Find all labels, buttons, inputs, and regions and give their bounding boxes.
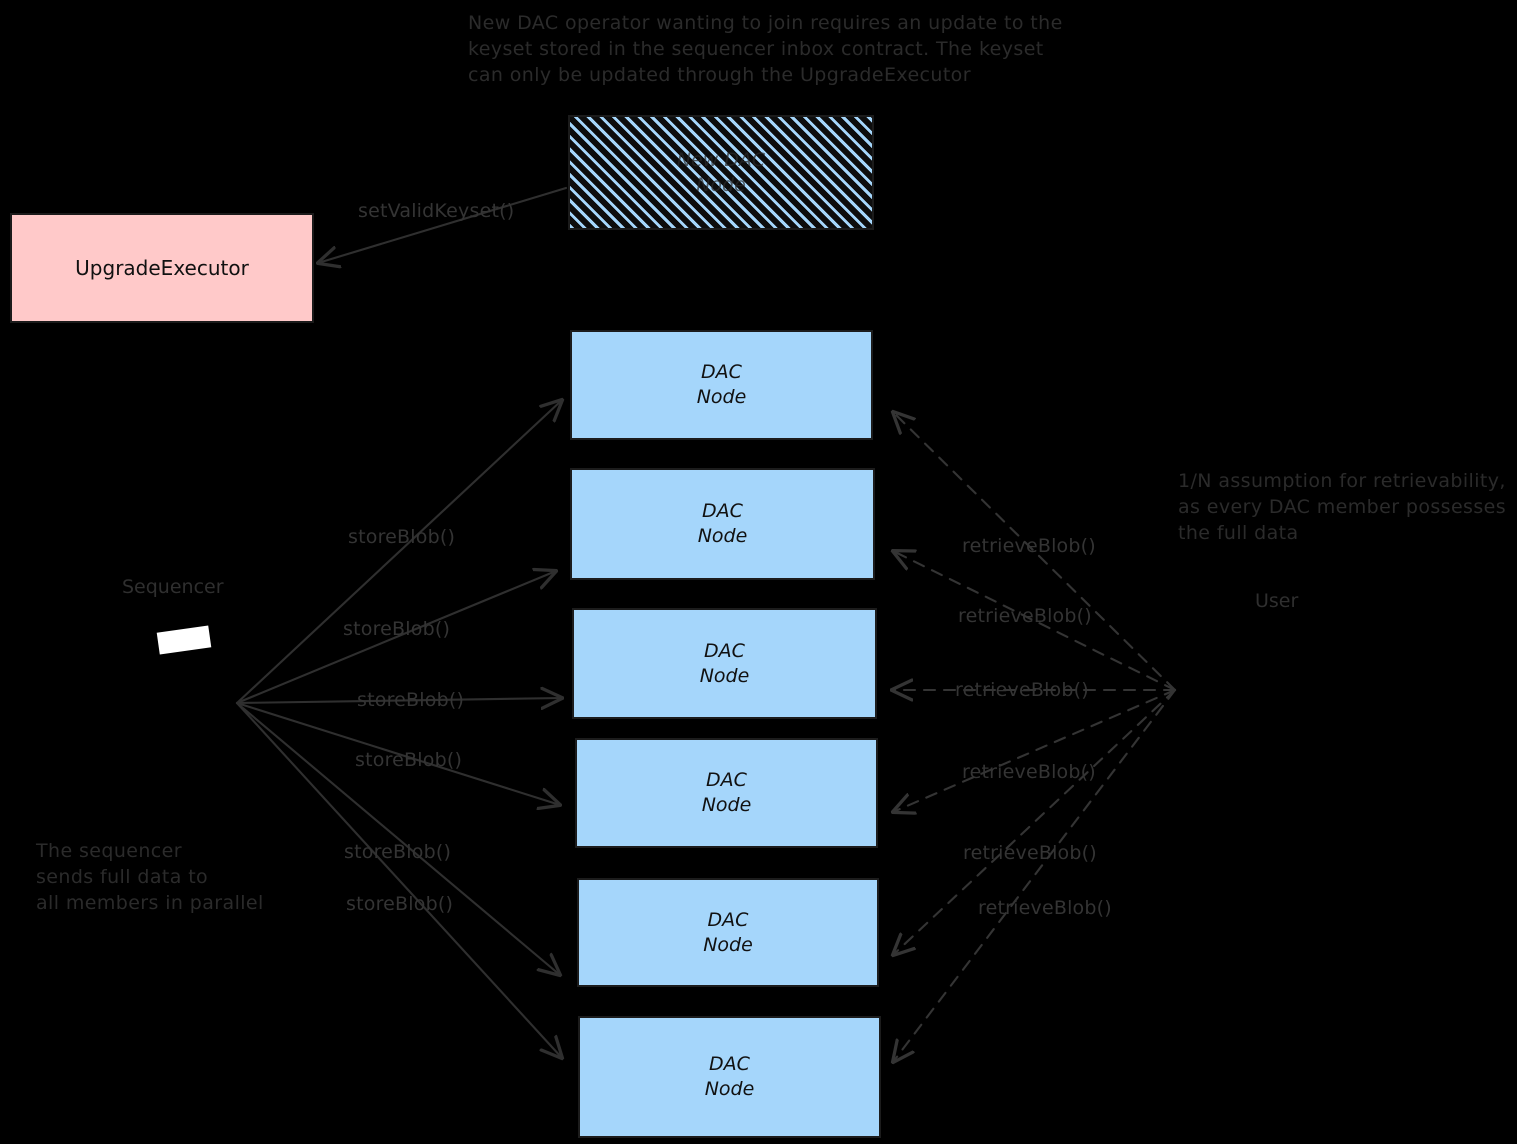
edge-retrieve-blob-group	[892, 412, 1177, 1062]
edge-store-blob-group	[235, 400, 562, 1058]
dac-node-box-3[interactable]: DAC Node	[572, 608, 877, 719]
edge-store-blob-1	[235, 400, 562, 705]
edge-label-retrieve-blob-6: retrieveBlob()	[978, 897, 1112, 919]
edge-retrieve-blob-2	[893, 551, 1177, 692]
edge-label-store-blob-3: storeBlob()	[357, 689, 465, 711]
edge-label-store-blob-4: storeBlob()	[355, 749, 463, 771]
edge-label-store-blob-1: storeBlob()	[348, 526, 456, 548]
note-bottom-left: The sequencer sends full data to all mem…	[36, 840, 264, 914]
dac-node-box-6[interactable]: DAC Node	[578, 1016, 881, 1138]
note-right: 1/N assumption for retrievability, as ev…	[1178, 470, 1507, 544]
edge-label-set-valid-keyset: setValidKeyset()	[358, 200, 515, 222]
edge-label-store-blob-5: storeBlob()	[344, 841, 452, 863]
upgrade-executor-label: UpgradeExecutor	[75, 256, 249, 280]
edge-label-retrieve-blob-1: retrieveBlob()	[962, 535, 1096, 557]
edge-store-blob-6	[235, 701, 562, 1058]
dac-node-box-1[interactable]: DAC Node	[570, 330, 873, 440]
edge-label-retrieve-blob-4: retrieveBlob()	[962, 761, 1096, 783]
user-label: User	[1255, 590, 1299, 612]
edge-store-blob-5	[235, 701, 560, 975]
edge-retrieve-blob-5	[893, 688, 1177, 955]
edge-label-store-blob-2: storeBlob()	[343, 618, 451, 640]
dac-node-label-1: DAC Node	[696, 361, 747, 408]
dac-node-box-5[interactable]: DAC Node	[577, 878, 879, 987]
edge-retrieve-blob-4	[893, 688, 1177, 812]
note-top: New DAC operator wanting to join require…	[468, 12, 1063, 86]
edge-label-store-blob-6: storeBlob()	[346, 893, 454, 915]
edge-label-retrieve-blob-5: retrieveBlob()	[963, 842, 1097, 864]
edge-set-valid-keyset	[318, 186, 568, 263]
dac-node-label-2: DAC Node	[697, 500, 748, 547]
edge-label-retrieve-blob-3: retrieveBlob()	[955, 679, 1089, 701]
dac-node-label-6: DAC Node	[704, 1053, 755, 1100]
new-dac-node-label: New DAC Node	[676, 148, 766, 196]
edge-store-blob-3	[235, 698, 562, 703]
dac-node-label-4: DAC Node	[701, 769, 752, 816]
sequencer-label: Sequencer	[122, 576, 224, 598]
dac-node-label-3: DAC Node	[699, 639, 750, 687]
edge-store-blob-4	[235, 701, 560, 805]
dac-node-label-5: DAC Node	[703, 908, 753, 956]
dac-node-box-4[interactable]: DAC Node	[575, 738, 878, 848]
edge-label-retrieve-blob-2: retrieveBlob()	[958, 605, 1092, 627]
dac-node-box-2[interactable]: DAC Node	[570, 468, 875, 580]
edge-store-blob-2	[235, 571, 556, 705]
upgrade-executor-box[interactable]: UpgradeExecutor	[10, 213, 314, 323]
edge-retrieve-blob-6	[893, 688, 1177, 1062]
edge-retrieve-blob-1	[893, 412, 1177, 692]
new-dac-node-box[interactable]: New DAC Node	[568, 115, 874, 230]
